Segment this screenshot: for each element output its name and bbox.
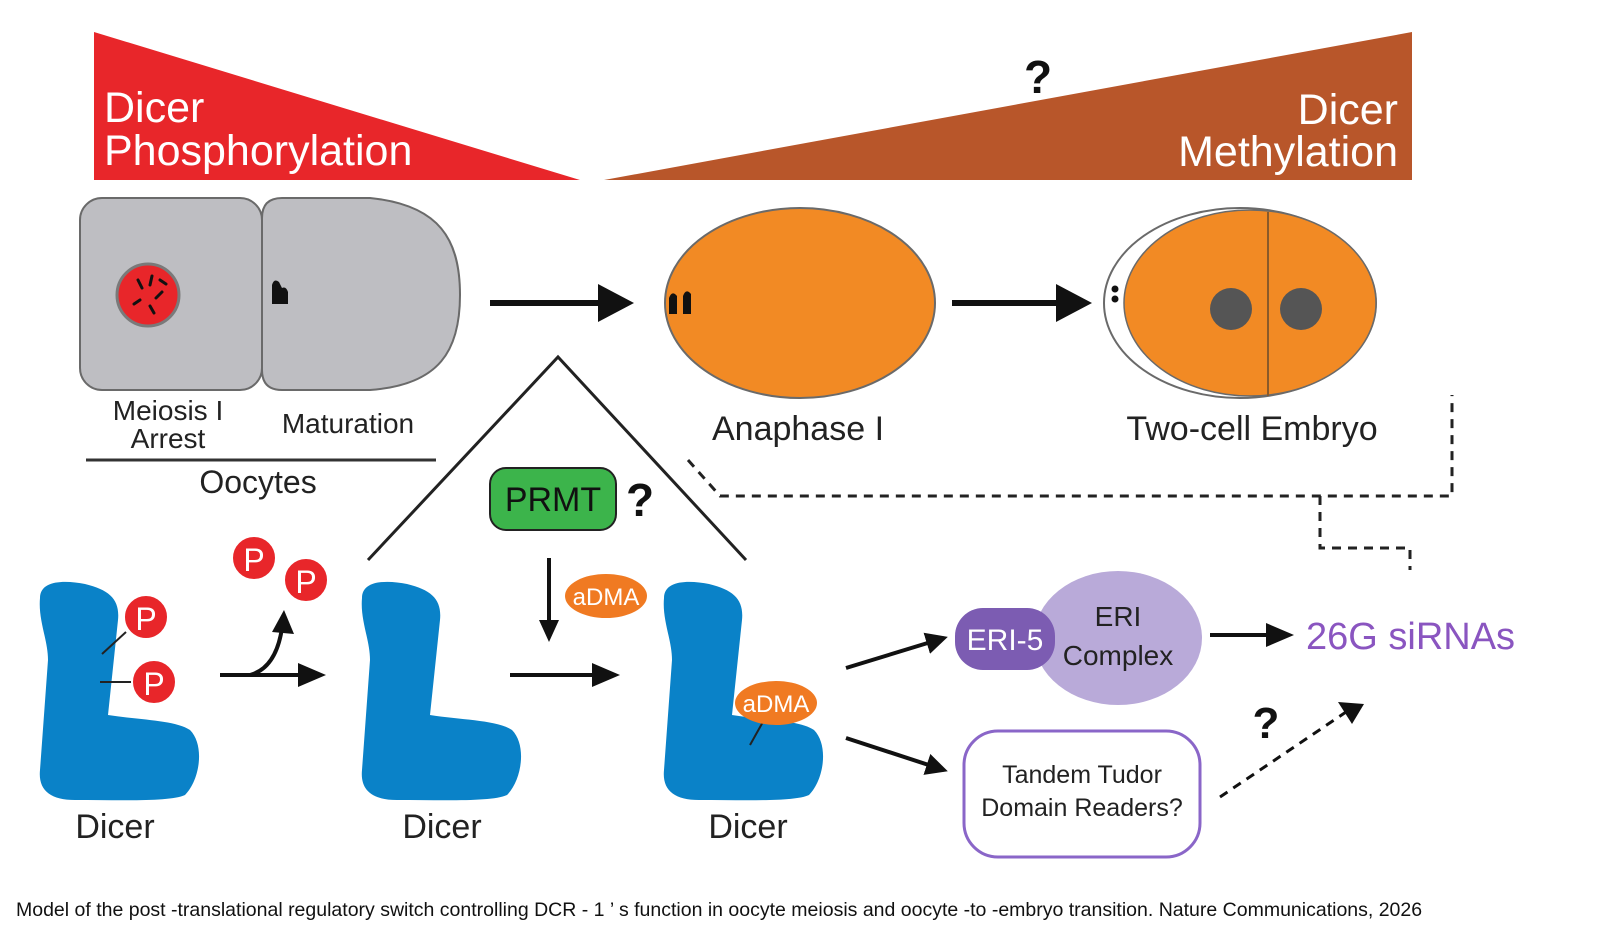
maturation-chromosome-icon bbox=[272, 280, 288, 304]
phospho-badge-2-label: P bbox=[143, 666, 164, 702]
prmt-question-mark: ? bbox=[626, 474, 654, 526]
dashed-arrow-to-sirna bbox=[1219, 710, 1347, 799]
arrow-right-icon bbox=[1210, 623, 1294, 647]
polar-body-2 bbox=[1111, 295, 1119, 303]
methylation-question-mark: ? bbox=[1024, 51, 1052, 103]
arrow-right-icon bbox=[510, 663, 620, 687]
two-cell-label: Two-cell Embryo bbox=[1126, 410, 1377, 448]
figure-caption: Model of the post -translational regulat… bbox=[16, 899, 1423, 921]
released-phospho-2 bbox=[283, 557, 329, 603]
meiosis-arrest-label-line1: Meiosis I bbox=[113, 395, 223, 426]
dicer-label-2: Dicer bbox=[402, 808, 481, 846]
phosphorylation-wedge bbox=[94, 32, 580, 180]
eri-5-label: ERI-5 bbox=[967, 624, 1044, 657]
maturation-label: Maturation bbox=[282, 408, 414, 439]
eri-5-protein bbox=[955, 608, 1055, 670]
adma-link bbox=[749, 719, 765, 746]
polar-body-1 bbox=[1111, 285, 1119, 293]
released-phospho-1 bbox=[231, 535, 277, 581]
arrow-to-eri bbox=[845, 632, 948, 670]
oocyte-maturation-cell bbox=[261, 197, 462, 391]
anaphase-label: Anaphase I bbox=[712, 410, 884, 448]
prmt-enzyme bbox=[489, 467, 617, 531]
nucleus-right bbox=[1280, 288, 1322, 330]
dicer-label-3: Dicer bbox=[708, 808, 787, 846]
methylation-input-arrowhead bbox=[539, 620, 559, 642]
eri-complex-label-line1: ERI bbox=[1095, 601, 1142, 632]
phospho-link-1 bbox=[101, 631, 127, 655]
meiosis-arrest-label-line2: Arrest bbox=[131, 423, 206, 454]
tudor-label-line2: Domain Readers? bbox=[981, 794, 1183, 822]
adma-badge-free bbox=[565, 574, 647, 618]
phospho-badge-2 bbox=[131, 659, 177, 705]
dashed-connector-branch bbox=[1318, 496, 1412, 570]
arrow-right-icon bbox=[490, 284, 634, 322]
methylation-label-line1: Dicer bbox=[1298, 86, 1398, 134]
adma-badge-bound-label: aDMA bbox=[743, 691, 810, 718]
tudor-readers-box bbox=[962, 729, 1202, 859]
curved-release-arrow-icon bbox=[249, 627, 284, 677]
dicer-label-1: Dicer bbox=[75, 808, 154, 846]
oocyte-nucleus bbox=[115, 262, 181, 328]
phosphorylation-label-line1: Dicer bbox=[104, 84, 204, 132]
arrow-right-icon bbox=[220, 663, 326, 687]
curved-release-arrowhead bbox=[272, 610, 294, 634]
tudor-label-line1: Tandem Tudor bbox=[1002, 761, 1162, 789]
phospho-badge-1-label: P bbox=[135, 601, 156, 637]
sirna-label: 26G siRNAs bbox=[1306, 616, 1515, 658]
tudor-question-mark: ? bbox=[1253, 699, 1280, 748]
methylation-wedge bbox=[604, 32, 1412, 180]
chromosome-icon bbox=[132, 274, 168, 315]
dashed-arrowhead bbox=[1338, 702, 1364, 724]
adma-badge-free-label: aDMA bbox=[573, 584, 640, 611]
prmt-label: PRMT bbox=[505, 481, 601, 519]
methylation-timing-connector bbox=[366, 354, 748, 562]
arrow-right-icon bbox=[952, 284, 1092, 322]
phospho-badge-1 bbox=[123, 594, 169, 640]
dashed-connector bbox=[686, 395, 1454, 498]
dicer-l-shape-icon bbox=[361, 581, 522, 801]
adma-badge-bound bbox=[735, 681, 817, 725]
dicer-l-shape-icon bbox=[39, 581, 200, 801]
arrow-to-tudor bbox=[845, 736, 948, 775]
eri-complex bbox=[1034, 571, 1202, 705]
anaphase-cell bbox=[664, 207, 936, 399]
methylation-label-line2: Methylation bbox=[1178, 128, 1398, 176]
dicer-l-shape-icon bbox=[663, 581, 824, 801]
phosphorylation-label-line2: Phosphorylation bbox=[104, 127, 412, 175]
anaphase-chromosome-icon bbox=[669, 291, 691, 314]
released-phospho-1-label: P bbox=[243, 542, 264, 578]
nucleus-left bbox=[1210, 288, 1252, 330]
eri-complex-label-line2: Complex bbox=[1063, 640, 1173, 671]
oocytes-label: Oocytes bbox=[199, 464, 316, 500]
released-phospho-2-label: P bbox=[295, 564, 316, 600]
